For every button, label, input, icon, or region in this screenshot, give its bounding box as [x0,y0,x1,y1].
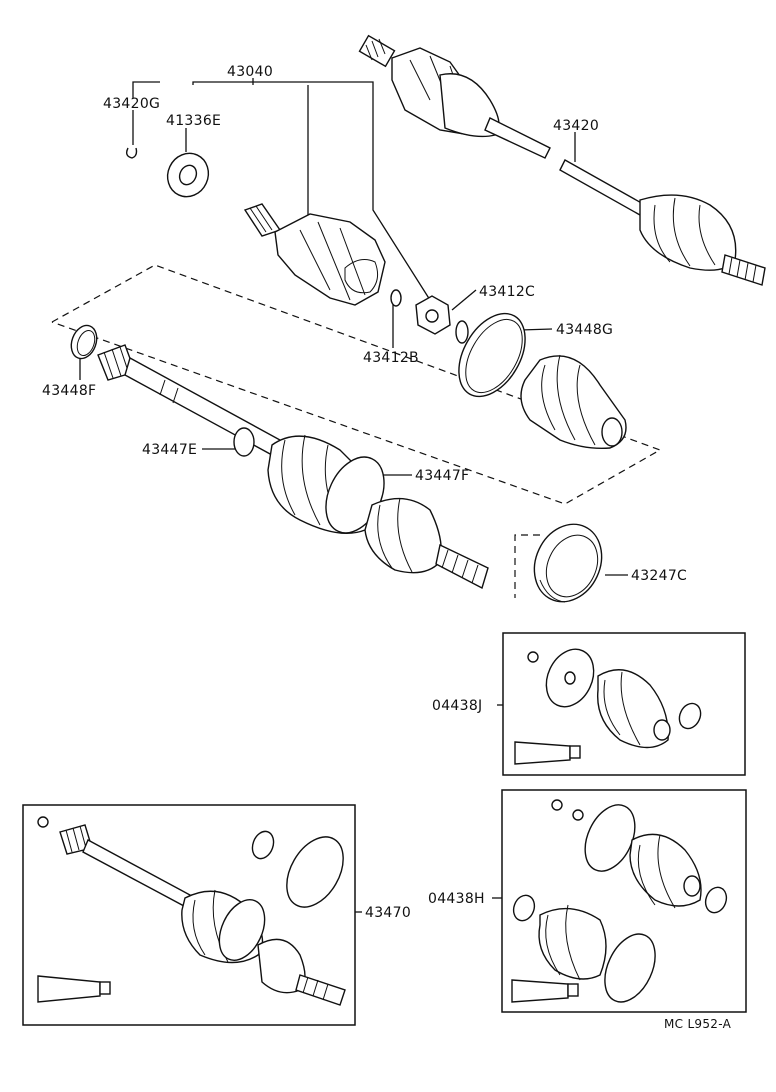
label-43247C: 43247C [631,568,687,584]
boot-clamp-43448F [70,324,98,360]
boot-dashed-guide [514,534,540,598]
label-43040: 43040 [227,64,273,80]
cv-joint-43040 [243,203,386,306]
inner-boot [520,354,627,450]
boot-43247C [533,523,603,603]
label-43412B: 43412B [363,350,419,366]
snap-ring-43412B [390,289,402,307]
label-43447E: 43447E [142,442,197,458]
label-43470: 43470 [365,905,411,921]
leader-lines [79,78,628,913]
label-43420: 43420 [553,118,599,134]
kit-box-04438H [501,789,747,1013]
label-43448G: 43448G [556,322,613,338]
label-41336E: 41336E [166,113,221,129]
main-drive-shaft [97,344,489,590]
drive-shaft-43420 [358,34,766,286]
tripod-joint [415,295,451,335]
label-43420G: 43420G [103,96,160,112]
washer-41336E [166,152,210,198]
assembly-dashed-outline [51,264,662,505]
label-04438H: 04438H [428,891,485,907]
snap-ring-43420G [125,147,138,159]
kit-box-43470 [22,804,356,1026]
part-labels: 43040 43420G 41336E 43420 43412C 43448G … [42,64,732,1031]
snap-ring-43412C [455,320,469,344]
reference-code: MC L952-A [664,1017,732,1031]
boot-clamp-43448G [458,312,526,398]
label-43447F: 43447F [415,468,469,484]
label-04438J: 04438J [432,698,482,714]
label-43448F: 43448F [42,383,96,399]
label-43412C: 43412C [479,284,535,300]
kit-box-04438J [502,632,746,776]
